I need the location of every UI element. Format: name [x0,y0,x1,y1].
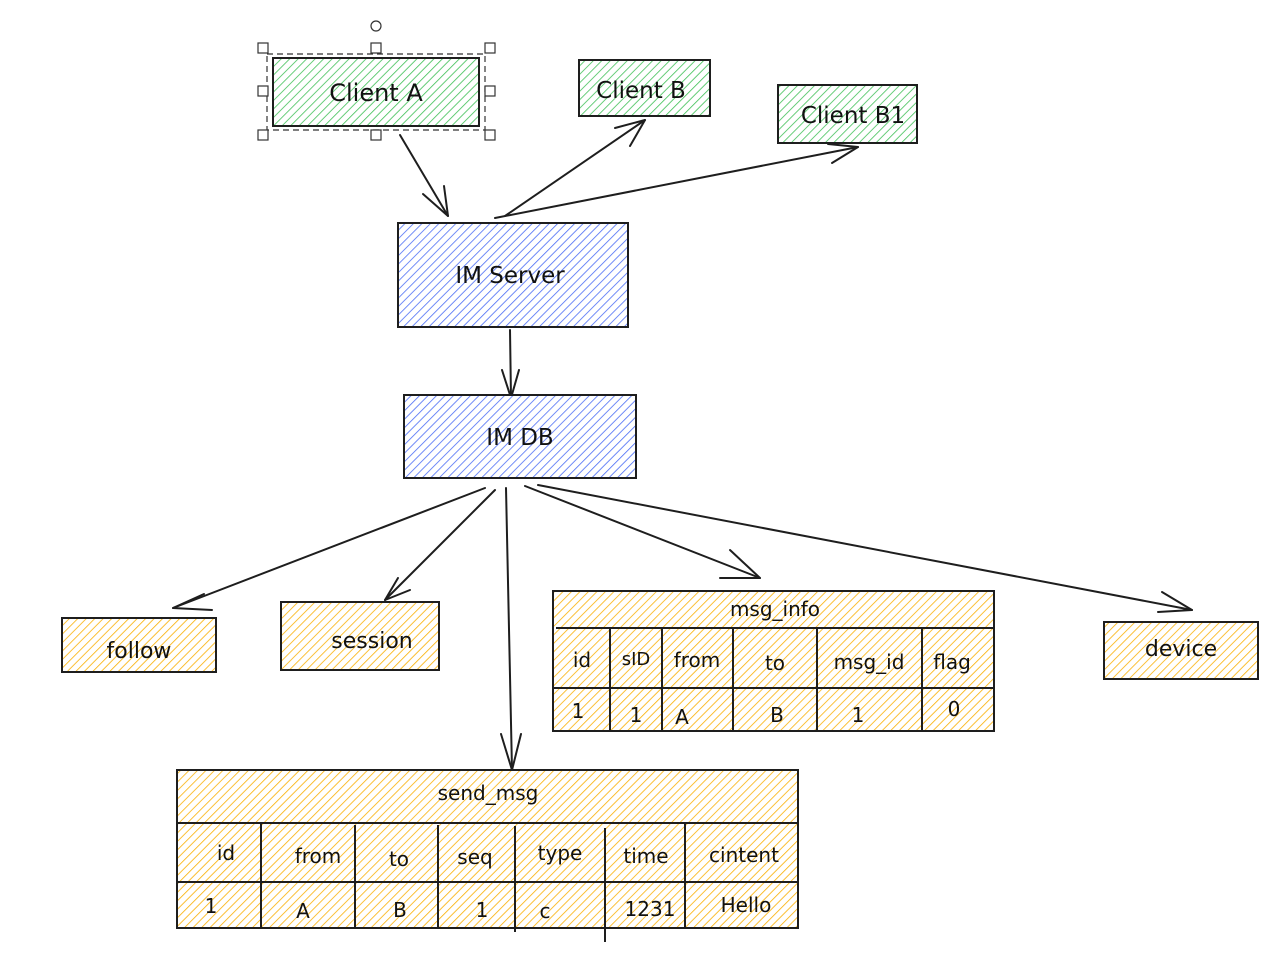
table-msg-info[interactable]: msg_info id sID from to msg_id flag 1 1 … [552,590,995,732]
table-header-row: id sID from to msg_id flag [573,648,971,675]
node-client-a[interactable]: Client A [272,57,480,127]
edge-client-a-to-im-server[interactable] [399,134,449,217]
node-im-server[interactable]: IM Server [397,222,629,328]
table-cell: Hello [721,893,772,917]
table-cell: 1 [630,703,643,727]
edge-im-db-to-send-msg[interactable] [500,487,522,771]
table-cell: 1 [572,699,585,723]
node-device[interactable]: device [1103,621,1259,680]
table-title: msg_info [730,597,820,621]
edge-im-server-to-client-b1[interactable] [494,143,859,219]
resize-handle-se[interactable] [484,129,496,141]
table-cell: 1 [205,894,218,918]
table-cell: A [675,705,689,729]
table-cell: B [770,703,784,727]
node-label: Client A [329,79,423,107]
table-cell: A [296,899,310,923]
edge-im-db-to-session[interactable] [384,489,496,601]
column-header: from [674,648,721,672]
edges [172,119,1193,771]
table-row: 1 1 A B 1 0 [572,697,961,729]
resize-handle-n[interactable] [370,42,382,54]
table-cell: c [540,899,551,923]
resize-handle-sw[interactable] [257,129,269,141]
node-follow[interactable]: follow [61,617,217,673]
node-label: IM Server [455,263,565,289]
table-grid [553,627,994,731]
column-header: seq [457,845,492,869]
edge-im-server-to-client-b[interactable] [504,119,646,217]
column-header: to [389,847,409,871]
edge-im-db-to-follow[interactable] [172,487,486,611]
column-header: type [538,841,583,865]
edge-im-db-to-msg-info[interactable] [524,485,761,579]
resize-handle-s[interactable] [370,129,382,141]
resize-handle-e[interactable] [484,85,496,97]
column-header: id [217,841,235,865]
node-label: session [331,629,412,654]
column-header: msg_id [834,650,905,674]
column-header: id [573,648,591,672]
table-cell: 1 [852,703,865,727]
node-label: Client B1 [801,103,905,129]
node-label: follow [107,639,172,664]
resize-handle-w[interactable] [257,85,269,97]
column-header: from [295,844,342,868]
table-title: send_msg [438,781,539,805]
node-label: device [1145,637,1217,662]
column-header: sID [622,649,651,670]
table-cell: 1231 [625,897,676,921]
selection-handles[interactable] [257,20,496,141]
node-client-b1[interactable]: Client B1 [777,84,918,144]
resize-handle-ne[interactable] [484,42,496,54]
column-header: cintent [709,843,779,867]
edge-im-db-to-device[interactable] [537,484,1193,613]
table-header-row: id from to seq type time cintent [217,841,779,871]
resize-handle-nw[interactable] [257,42,269,54]
node-label: IM DB [486,425,553,451]
column-header: to [765,651,785,675]
table-grid [177,822,798,942]
table-send-msg[interactable]: send_msg id from to seq type time cinten… [176,769,799,942]
node-label: Client B [596,78,686,104]
table-cell: 0 [948,697,961,721]
edge-im-server-to-im-db[interactable] [501,329,520,399]
table-row: 1 A B 1 c 1231 Hello [205,893,772,923]
node-client-b[interactable]: Client B [578,59,711,117]
rotate-handle[interactable] [370,20,382,32]
node-im-db[interactable]: IM DB [403,394,637,479]
node-session[interactable]: session [280,601,440,671]
column-header: time [623,844,668,868]
table-cell: 1 [476,898,489,922]
column-header: flag [933,650,971,674]
table-cell: B [393,898,407,922]
